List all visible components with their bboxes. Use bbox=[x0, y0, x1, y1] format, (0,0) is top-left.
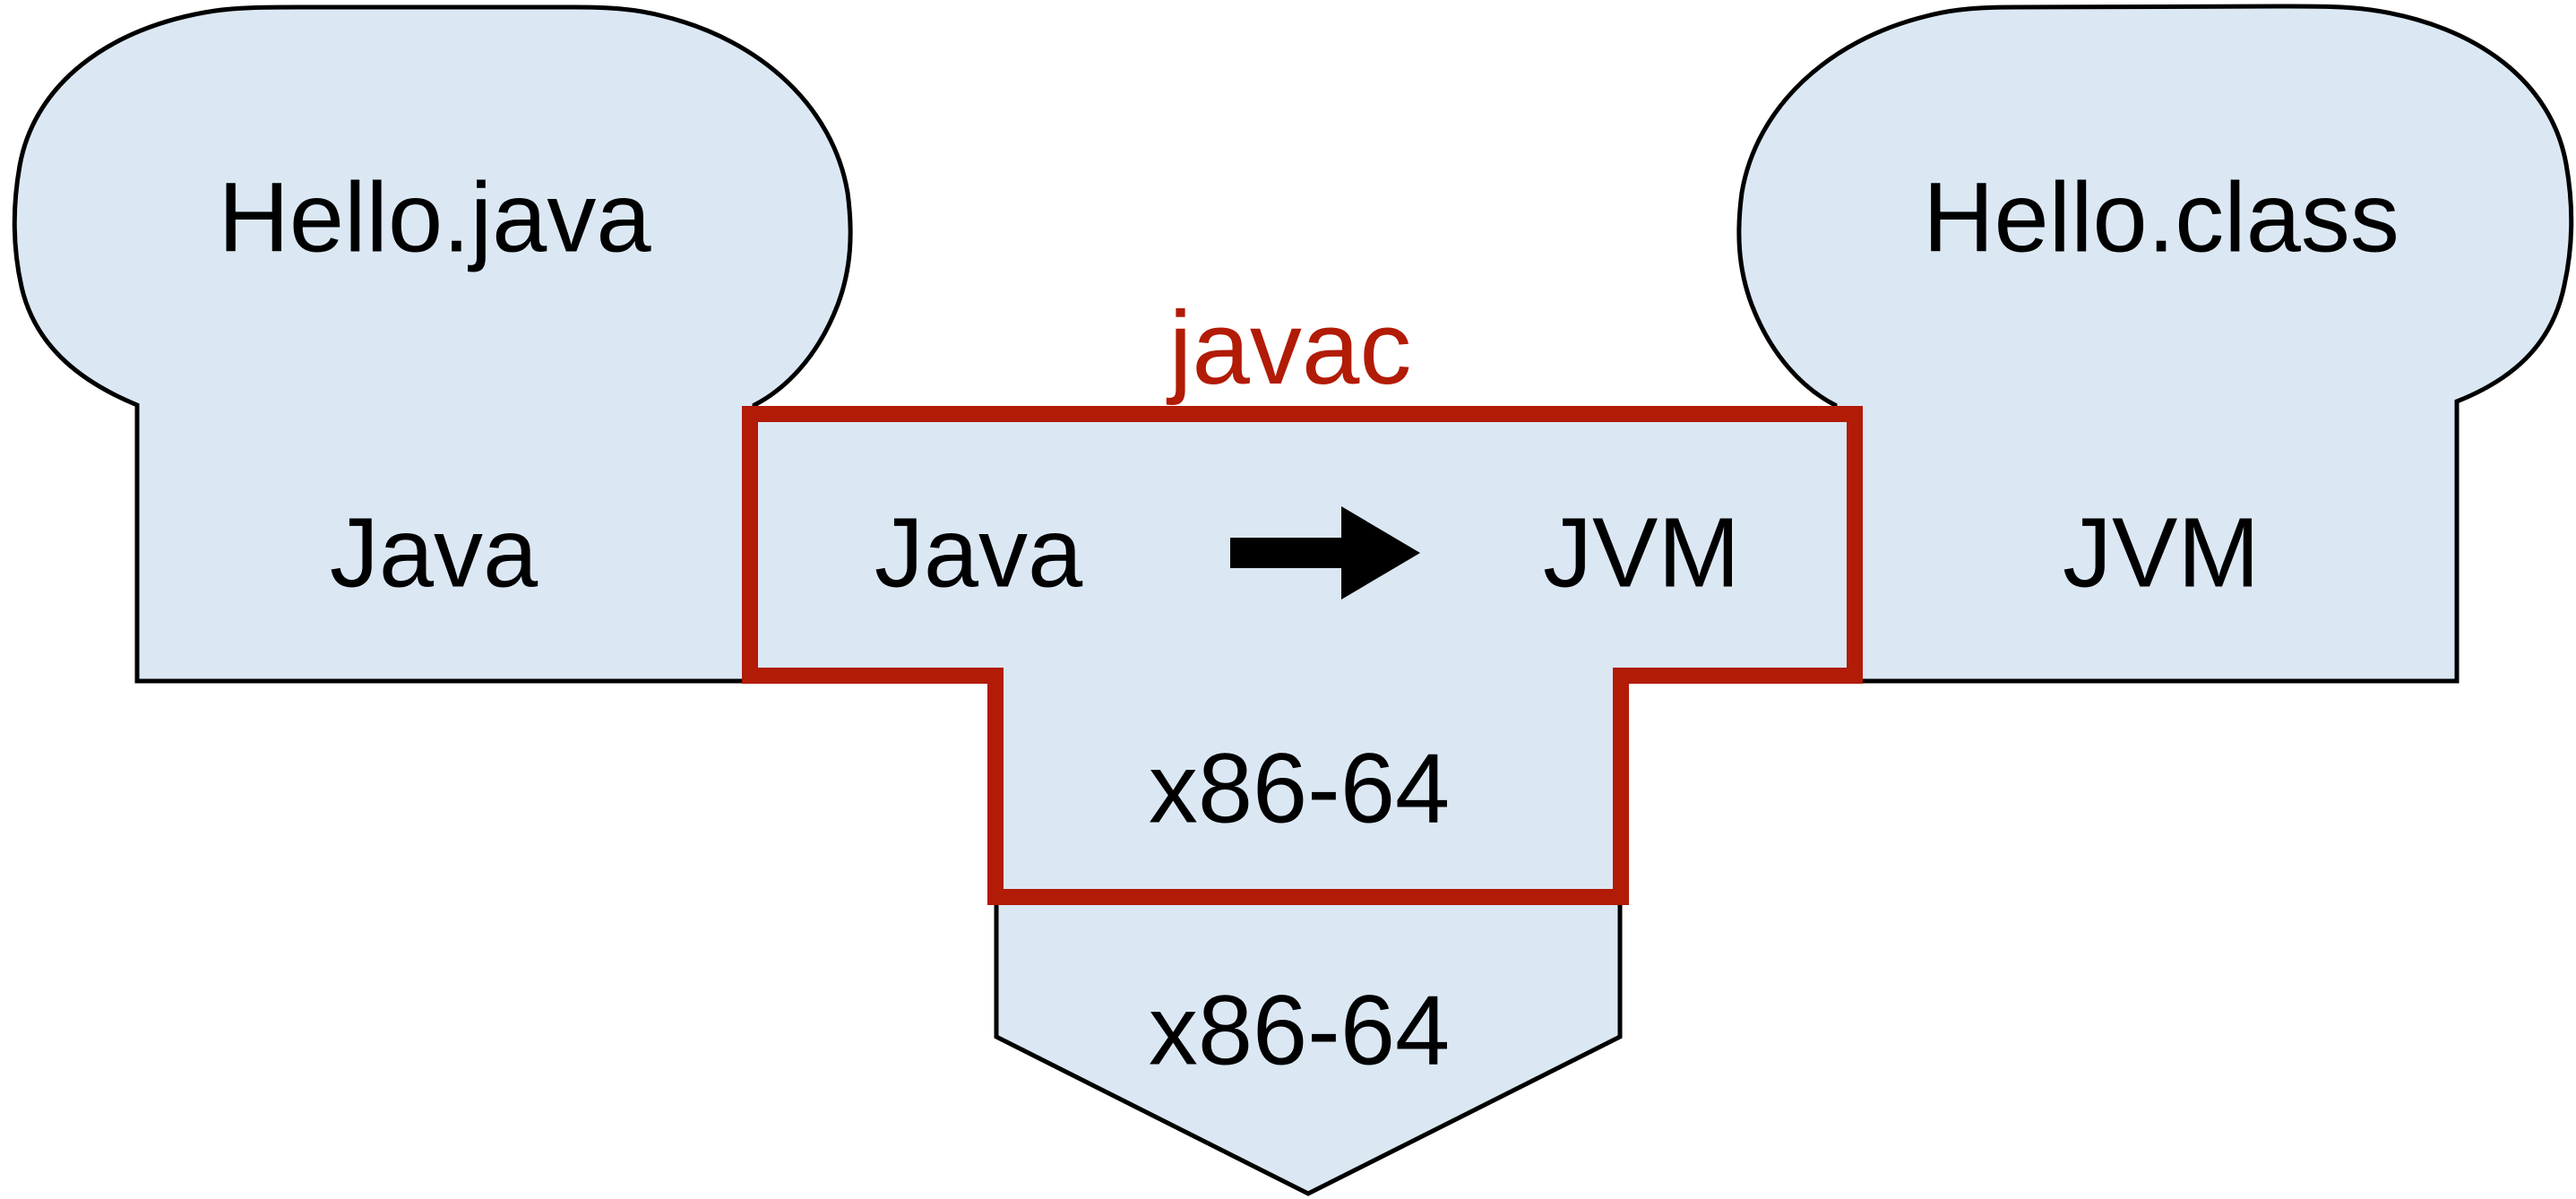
source-program-language-label: Java bbox=[330, 498, 538, 608]
compiler-source-language-label: Java bbox=[874, 498, 1083, 608]
machine-architecture-label: x86-64 bbox=[1149, 976, 1450, 1086]
target-program-language-label: JVM bbox=[2063, 498, 2260, 608]
compiler-target-language-label: JVM bbox=[1543, 498, 1740, 608]
source-program-shape bbox=[12, 4, 853, 684]
right-arrow-icon bbox=[1230, 506, 1420, 600]
compiler-name-label: javac bbox=[1167, 289, 1412, 406]
compiler-implementation-language-label: x86-64 bbox=[1149, 734, 1450, 844]
source-program-name-label: Hello.java bbox=[218, 163, 651, 273]
target-program-shape bbox=[1736, 4, 2574, 684]
target-program-name-label: Hello.class bbox=[1923, 163, 2399, 273]
compiler-t-shape bbox=[742, 406, 1863, 905]
